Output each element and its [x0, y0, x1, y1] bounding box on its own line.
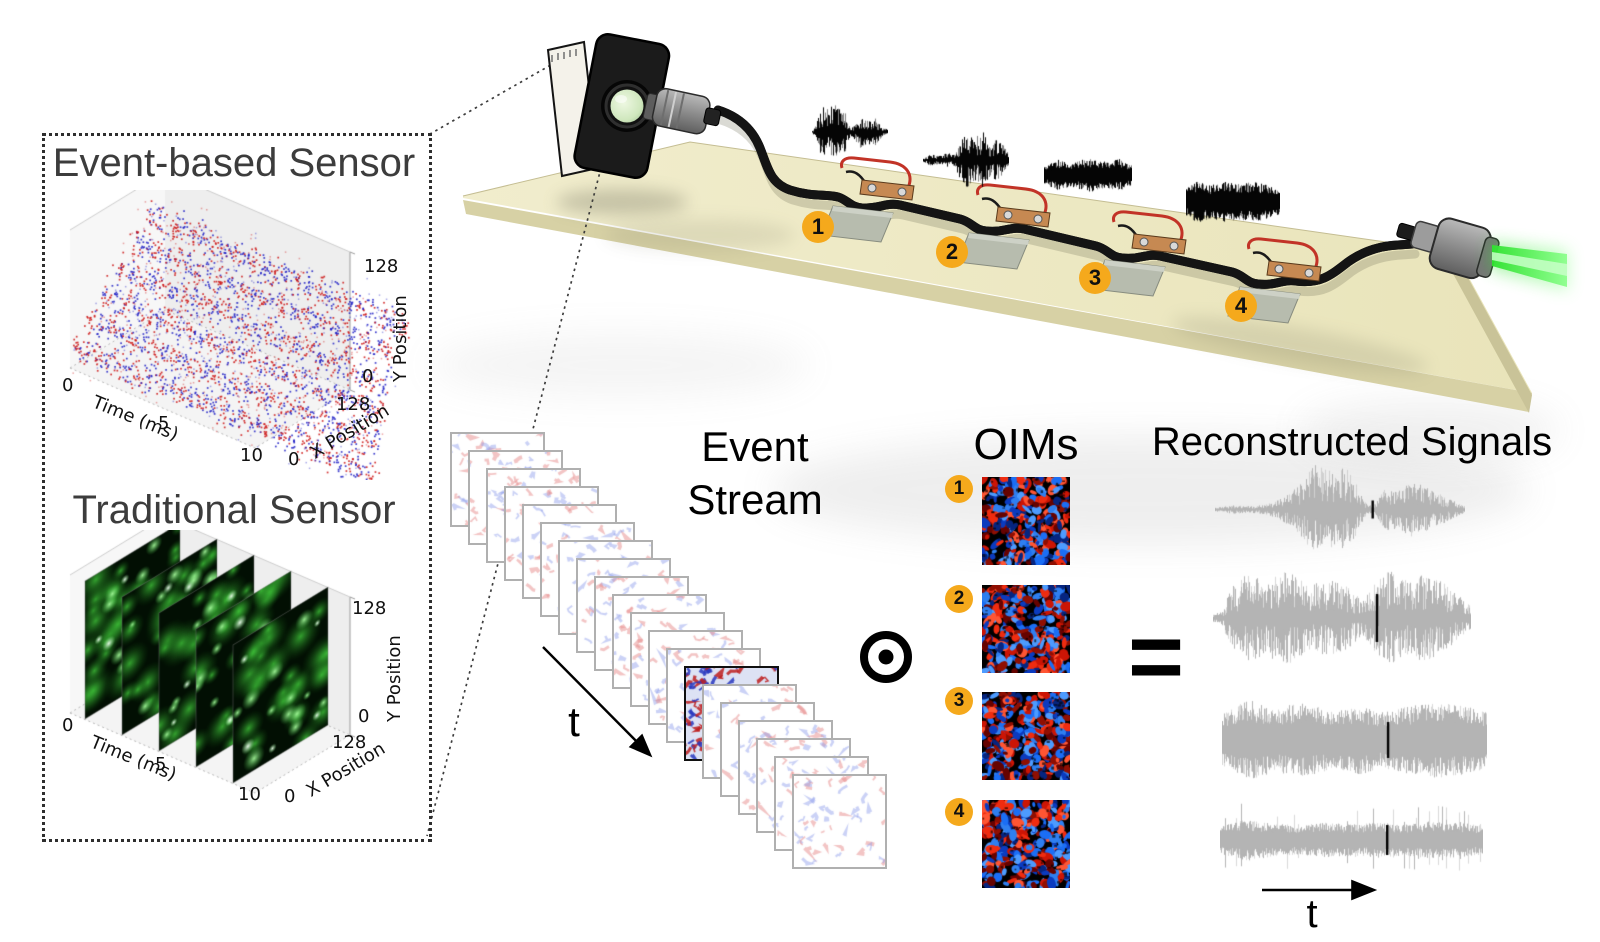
oims-title: OIMs	[973, 420, 1079, 469]
event-camera	[546, 32, 671, 179]
traditional-sensor-title: Traditional Sensor	[72, 488, 396, 532]
oim-image-2	[982, 585, 1070, 673]
oim-badge-1: 1	[945, 475, 973, 503]
oim-image-4	[982, 800, 1070, 888]
board-marker-3: 3	[1079, 262, 1111, 294]
traditional-frames-3d-plot	[50, 530, 430, 830]
hadamard-product-icon	[860, 631, 912, 683]
event-stream-title-line1: Event	[701, 423, 809, 470]
camera-lens-glass	[610, 89, 644, 123]
equals-sign: =	[1127, 603, 1185, 710]
event-sensor-title: Event-based Sensor	[52, 141, 416, 185]
p1-x-tick-128: 128	[336, 394, 371, 415]
event-stream-title-line2: Stream	[687, 476, 823, 523]
p2-y-tick-0: 0	[358, 706, 370, 727]
reconstructed-signal-2	[1213, 556, 1471, 680]
p2-time-tick-0: 0	[62, 715, 74, 736]
p2-x-tick-128: 128	[332, 732, 367, 753]
oim-badge-3: 3	[945, 687, 973, 715]
event-stream-time-label: t	[568, 698, 580, 745]
board-marker-4: 4	[1225, 290, 1257, 322]
reconstructed-signal-3	[1222, 682, 1487, 798]
reconstructed-time-label: t	[1306, 892, 1318, 936]
p1-y-tick-0: 0	[362, 366, 374, 387]
p1-time-tick-10: 10	[240, 445, 263, 466]
p1-time-tick-0: 0	[62, 375, 74, 396]
p2-y-axis-label: Y Position	[384, 635, 405, 722]
sensor-comparison-callout	[42, 133, 432, 842]
reconstructed-signal-4	[1220, 788, 1483, 892]
oim-badge-2: 2	[945, 585, 973, 613]
acoustic-signal-1	[812, 103, 888, 161]
event-scatter-3d-plot	[50, 190, 430, 480]
acoustic-signal-2	[923, 130, 1009, 190]
event-frame	[792, 774, 887, 869]
reconstructed-signal-1	[1215, 462, 1465, 557]
p2-x-tick-0: 0	[284, 786, 296, 807]
event-frame-image	[794, 776, 885, 867]
oim-image-1	[982, 477, 1070, 565]
acoustic-signal-4	[1186, 172, 1280, 232]
p1-y-tick-128: 128	[364, 256, 399, 277]
p1-x-tick-0: 0	[288, 449, 300, 470]
event-stream-title: Event Stream	[655, 420, 855, 526]
camera-shadow	[556, 189, 688, 215]
board-marker-2: 2	[936, 236, 968, 268]
oim-image-3	[982, 692, 1070, 780]
fiber-collimator-left	[642, 87, 722, 135]
p2-time-tick-10: 10	[238, 784, 261, 805]
p1-time-tick-5: 5	[158, 413, 170, 434]
acoustic-signal-3	[1044, 146, 1132, 204]
p2-time-tick-5: 5	[155, 754, 167, 775]
oim-badge-4: 4	[945, 798, 973, 826]
p1-y-axis-label: Y Position	[390, 295, 411, 382]
p2-y-tick-128: 128	[352, 598, 387, 619]
camera-vent-ticks	[551, 49, 577, 62]
reconstructed-signals-title: Reconstructed Signals	[1151, 420, 1553, 464]
laser-beam	[1490, 242, 1568, 291]
board-marker-1: 1	[802, 211, 834, 243]
optical-board	[462, 141, 1532, 413]
